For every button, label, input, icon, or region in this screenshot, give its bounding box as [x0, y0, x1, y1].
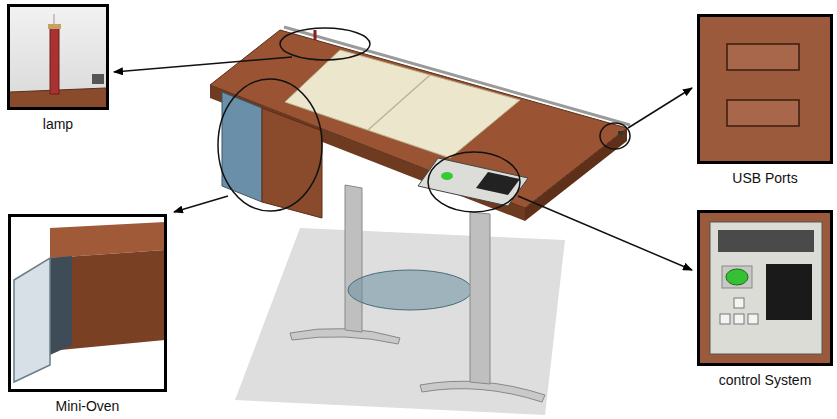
- floor-shadow: [235, 228, 565, 415]
- oven-door: [222, 92, 262, 202]
- leader-arrow: [114, 57, 292, 72]
- control-pad: [766, 264, 812, 320]
- inset-frame: [8, 214, 167, 392]
- left-leg: [345, 185, 362, 332]
- right-leg: [470, 212, 490, 384]
- control-green-button: [726, 269, 748, 285]
- inset-caption: control System: [697, 372, 833, 388]
- callout-circle: [218, 79, 322, 211]
- usb-slot: [618, 131, 623, 135]
- lamp-cap: [48, 24, 61, 29]
- leader-arrow: [518, 196, 692, 270]
- callout-circle: [600, 123, 630, 149]
- inset-caption: USB Ports: [697, 170, 833, 186]
- usb-port: [727, 44, 799, 70]
- left-foot: [290, 329, 400, 344]
- lamp-wire: [54, 14, 55, 24]
- oven-inset-cavity: [50, 256, 72, 355]
- inset-frame: [697, 14, 833, 164]
- leader-arrow: [174, 196, 228, 212]
- control-key: [734, 314, 744, 324]
- lamp-mini: [314, 30, 317, 40]
- control-button-frame: [722, 266, 752, 288]
- glass-shelf: [348, 270, 472, 310]
- leader-arrow: [628, 88, 692, 128]
- right-foot: [420, 381, 545, 402]
- oven-inset-bg: [9, 215, 166, 390]
- inset-box: USB Ports: [697, 14, 833, 186]
- usb-inset-bg: [698, 15, 832, 163]
- control-display: [718, 230, 814, 252]
- inset-caption: lamp: [7, 116, 109, 132]
- callout-circle: [428, 152, 520, 212]
- control-key: [734, 298, 744, 308]
- inset-frame: [7, 4, 109, 110]
- usb-port: [727, 100, 799, 126]
- lamp-inset-bg: [8, 5, 108, 109]
- book: [285, 50, 520, 158]
- inset-box: control System: [697, 210, 833, 388]
- inset-box: Mini-Oven: [8, 214, 167, 414]
- control-inset-panel: [710, 222, 822, 354]
- panel-pad: [476, 172, 520, 195]
- oven-inset-door: [14, 258, 50, 382]
- panel-button: [441, 172, 453, 180]
- book-spine: [368, 75, 430, 130]
- callout-circle: [280, 28, 370, 60]
- inset-frame: [697, 210, 833, 366]
- lamp-block: [92, 74, 104, 84]
- control-key: [748, 314, 758, 324]
- oven-side: [262, 108, 322, 218]
- control-inset-bg: [698, 211, 832, 365]
- inset-caption: Mini-Oven: [8, 398, 167, 414]
- lamp-pole: [50, 28, 59, 94]
- inset-box: lamp: [7, 4, 109, 132]
- control-key: [720, 314, 730, 324]
